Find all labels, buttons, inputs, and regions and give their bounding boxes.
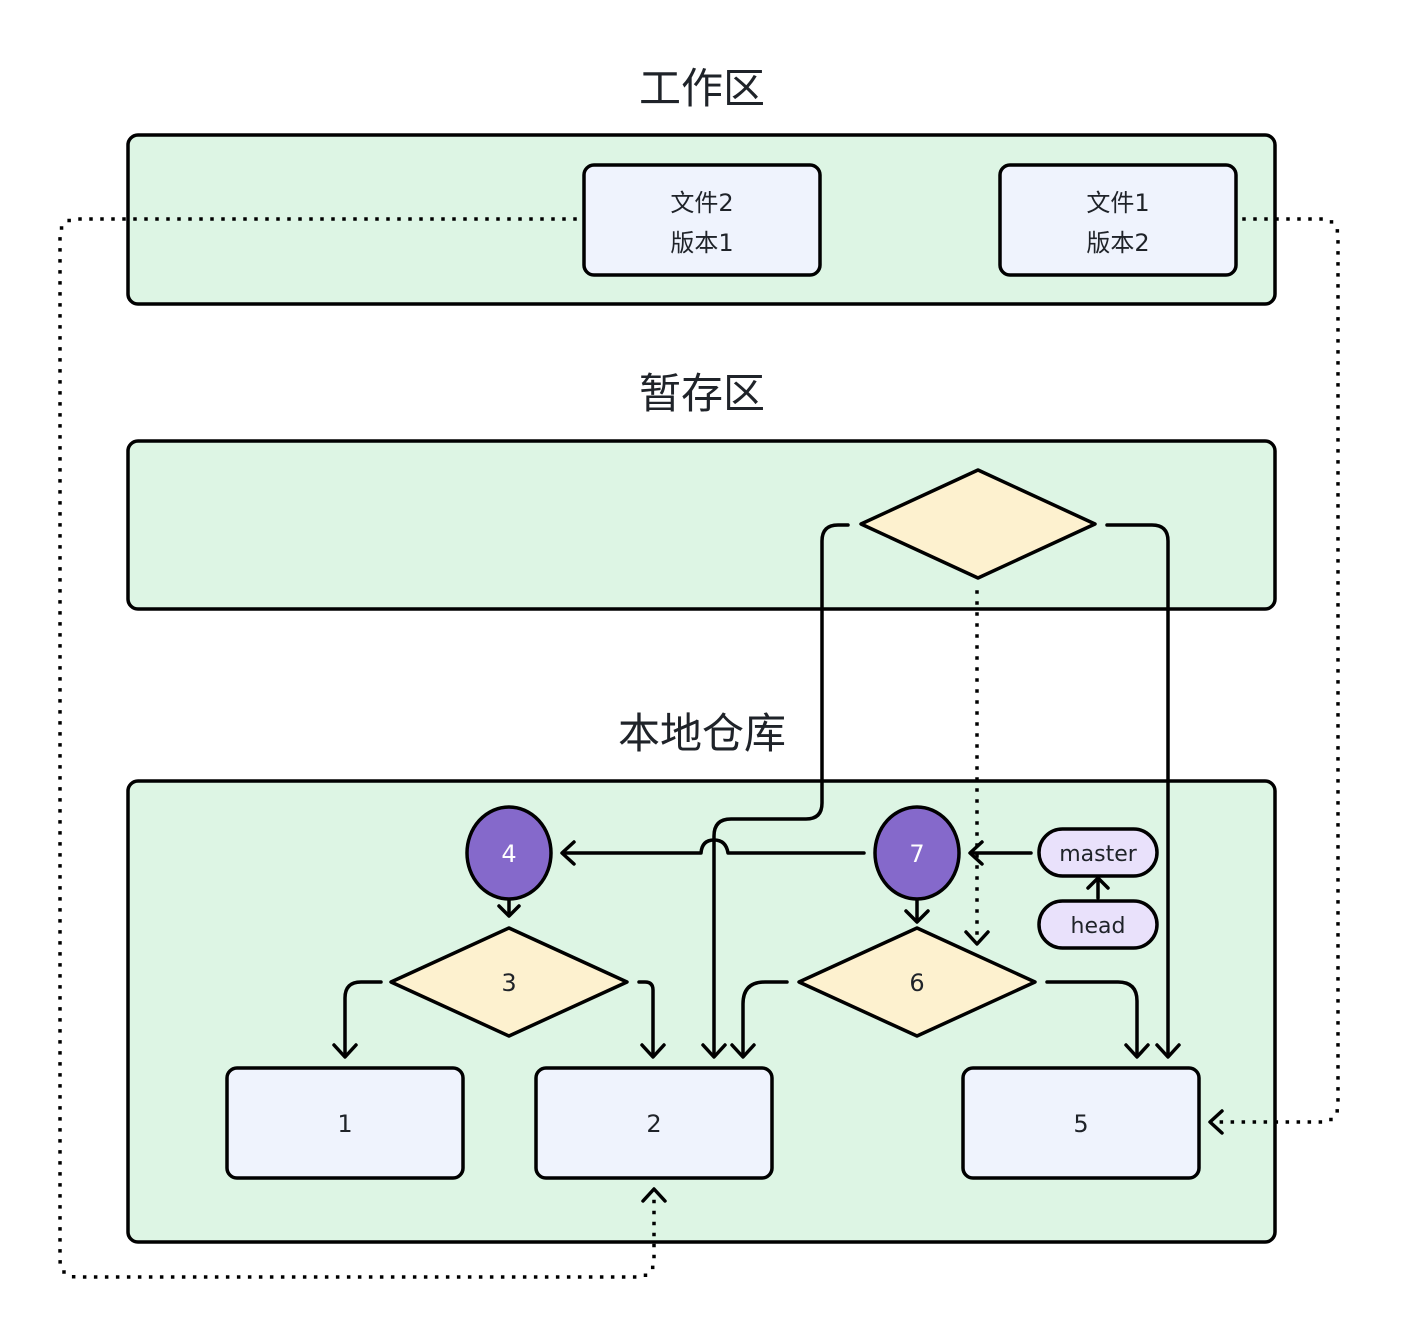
file-version: 版本2 [1086,229,1149,257]
arrowhead-down-icon [497,904,521,918]
file1-to-blob5-dotted-edge [1214,217,1340,1124]
ref-pill [1037,827,1159,878]
workspace-file-2[interactable]: 文件2 版本1 [582,163,822,277]
tree6-to-blob5-edge [1045,980,1139,1055]
blob-5-node[interactable]: 5 [961,1066,1201,1180]
workspace-file-1[interactable]: 文件1 版本2 [998,163,1238,277]
blob-box [961,1066,1201,1180]
ref-label: head [1071,914,1126,939]
tree-label: 6 [909,969,924,997]
head-ref[interactable]: head [1037,899,1159,950]
staging-title: 暂存区 [639,369,765,418]
tree-diamond [389,926,629,1038]
arrowhead-down-icon [1155,1043,1181,1059]
blob-2-node[interactable]: 2 [534,1066,774,1180]
arrowhead-left-icon [1208,1109,1224,1135]
arrowhead-down-icon [640,1043,666,1059]
tree6-to-blob2-edge [741,980,789,1055]
blob-1-node[interactable]: 1 [225,1066,465,1180]
tree-label: 3 [501,969,516,997]
tree3-to-blob2-edge [637,980,655,1055]
file-name: 文件1 [1086,189,1149,217]
file-box [998,163,1238,277]
file-name: 文件2 [670,189,733,217]
arrowhead-down-icon [332,1043,358,1059]
staging-frame [126,439,1277,611]
workspace-title: 工作区 [639,64,765,113]
file2-to-blob2-dotted-edge [58,217,656,1279]
commit-circle [873,805,961,901]
commit-label: 7 [909,840,924,868]
arrowhead-up-icon [641,1187,667,1203]
staging-tree-node[interactable] [859,468,1097,580]
file-version: 版本1 [670,229,733,257]
blob-label: 5 [1073,1110,1088,1138]
arrowhead-down-icon [964,930,990,946]
blob-label: 1 [337,1110,352,1138]
blob-label: 2 [646,1110,661,1138]
commit-label: 4 [501,840,516,868]
arrowhead-left-icon [560,840,576,866]
blob-box [534,1066,774,1180]
arrowhead-left-icon [968,840,984,866]
arrowhead-down-icon [730,1043,756,1059]
tree-3-node[interactable]: 3 [389,926,629,1038]
tree3-to-blob1-edge [343,980,383,1055]
tree-diamond [797,926,1037,1038]
arrowhead-down-icon [904,909,930,924]
branch-master-ref[interactable]: master [1037,827,1159,878]
commit-4-node[interactable]: 4 [465,805,553,901]
ref-pill [1037,899,1159,950]
local-repo-title: 本地仓库 [618,709,786,758]
commit-7-node[interactable]: 7 [873,805,961,901]
staging-to-blob2-edge [712,523,850,1055]
commit7-to-commit4-edge [562,838,866,855]
blob-box [225,1066,465,1180]
file-box [582,163,822,277]
arrowhead-up-icon [1086,876,1110,890]
staging-to-blob5-edge [1105,523,1170,1055]
tree-diamond [859,468,1097,580]
arrowhead-down-icon [1124,1043,1150,1059]
arrowhead-down-icon [701,1043,727,1059]
ref-label: master [1059,842,1138,867]
tree-6-node[interactable]: 6 [797,926,1037,1038]
commit-circle [465,805,553,901]
